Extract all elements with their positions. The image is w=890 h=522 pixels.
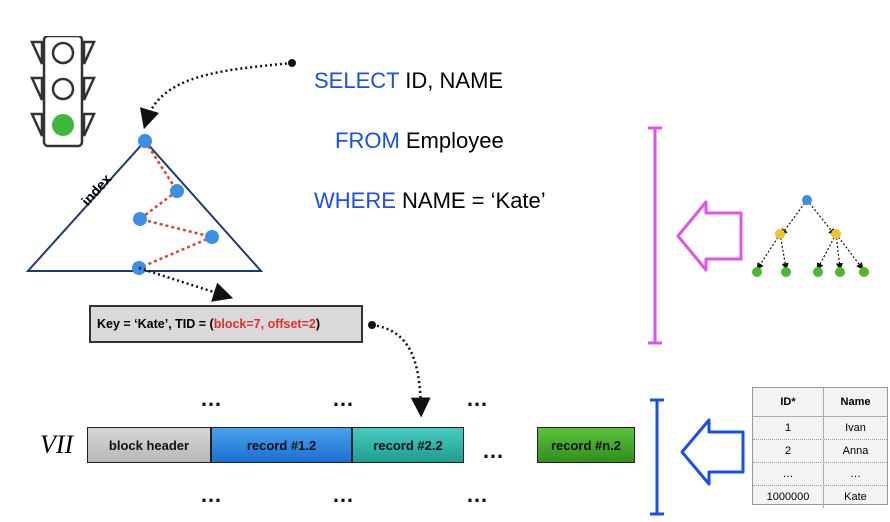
ellipsis: … [466,386,491,411]
sql-line-select: SELECT ID, NAME [314,68,504,93]
table-cell: Anna [842,445,869,457]
table-cell: … [753,463,824,485]
search-path [137,140,216,270]
table-cell: 2 [753,440,824,462]
table-cell: 1000000 [753,486,824,508]
magenta-bracket [648,126,662,345]
page-label: VII [40,430,74,459]
table-row: 2 Anna [753,440,887,463]
query-arrow [140,61,293,130]
table-cell: Ivan [845,422,866,434]
blue-arrow-icon [680,418,745,486]
blue-bracket [650,398,664,516]
table-row: 1000000 Kate [753,486,887,508]
record-block: record #2.2 [352,427,464,463]
table-header: ID* Name [753,388,887,417]
block-header: block header [87,427,211,463]
table-cell: … [850,468,861,480]
query-arrow-start-dot [288,59,296,67]
index-entry-box: Key = ‘Kate’, TID = (block=7, offset=2) [89,305,363,343]
sql-line-where: WHERE NAME = ‘Kate’ [314,188,546,213]
leaf-arrow [138,266,234,302]
sql-line-from: FROM Employee [335,128,504,153]
record-block: record #n.2 [537,427,635,463]
employee-table: ID* Name 1 Ivan 2 Anna … … 1000000 Kate [752,387,888,508]
magenta-arrow-icon [676,200,743,272]
table-row: 1 Ivan [753,417,887,440]
ellipsis: … [332,386,357,411]
tid-arrow [371,323,431,418]
table-row: … … [753,463,887,486]
table-cell: Kate [844,491,867,503]
traffic-light-icon [30,36,96,148]
column-header: ID* [753,388,824,416]
index-node [138,134,152,148]
record-block: record #1.2 [211,427,352,463]
index-node [133,212,147,226]
index-triangle [25,139,264,272]
column-header: Name [840,396,871,408]
ellipsis: … [482,438,507,463]
sql-query: SELECT ID, NAME FROM Employee WHERE NAME… [314,36,546,246]
index-node [205,230,219,244]
ellipsis: … [200,386,225,411]
ellipsis: … [332,482,357,507]
table-cell: 1 [753,417,824,439]
index-node [170,184,184,198]
ellipsis: … [200,482,225,507]
btree-icon [752,195,869,277]
ellipsis: … [466,482,491,507]
